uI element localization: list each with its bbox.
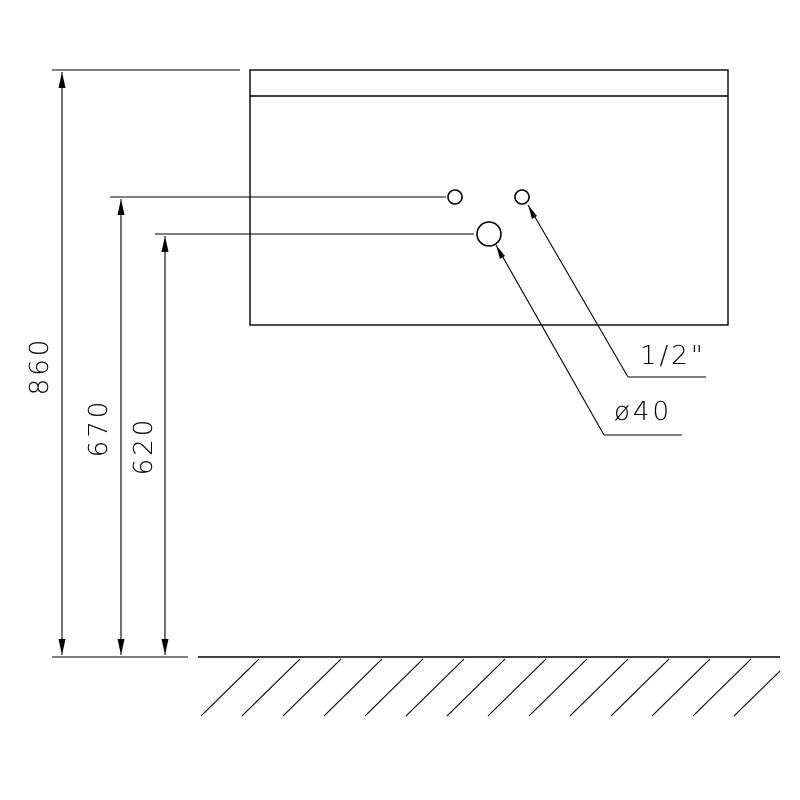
dimension-860: 860: [25, 72, 66, 655]
floor: [198, 656, 781, 717]
hatch-line: [323, 658, 383, 717]
dim-620-label: 620: [129, 417, 159, 476]
callout-drain: ø40: [614, 397, 672, 427]
hatch-line: [200, 658, 260, 717]
hatch-line: [733, 670, 781, 717]
hatch-line: [446, 658, 506, 717]
callout-water-inlet: 1/2": [640, 341, 706, 371]
hatch-line: [569, 658, 629, 717]
hatch-line: [405, 658, 465, 717]
floor-hatching: [200, 658, 781, 717]
hatch-line: [692, 658, 752, 717]
hatch-line: [610, 658, 670, 717]
hatch-line: [282, 658, 342, 717]
hole-right-water: [514, 189, 530, 205]
extension-lines: [52, 69, 474, 658]
leader-water-inlet: 1/2": [527, 204, 706, 378]
dimension-670: 670: [84, 199, 125, 655]
dimension-620: 620: [129, 236, 169, 655]
dim-860-label: 860: [25, 337, 55, 396]
hatch-line: [487, 658, 547, 717]
leader-drain: ø40: [495, 244, 682, 436]
hatch-line: [528, 658, 588, 717]
hatch-line: [651, 658, 711, 717]
dim-670-label: 670: [84, 399, 114, 458]
hole-drain: [476, 221, 502, 247]
hatch-line: [364, 658, 424, 717]
hole-left: [447, 189, 463, 205]
hatch-line: [241, 658, 301, 717]
